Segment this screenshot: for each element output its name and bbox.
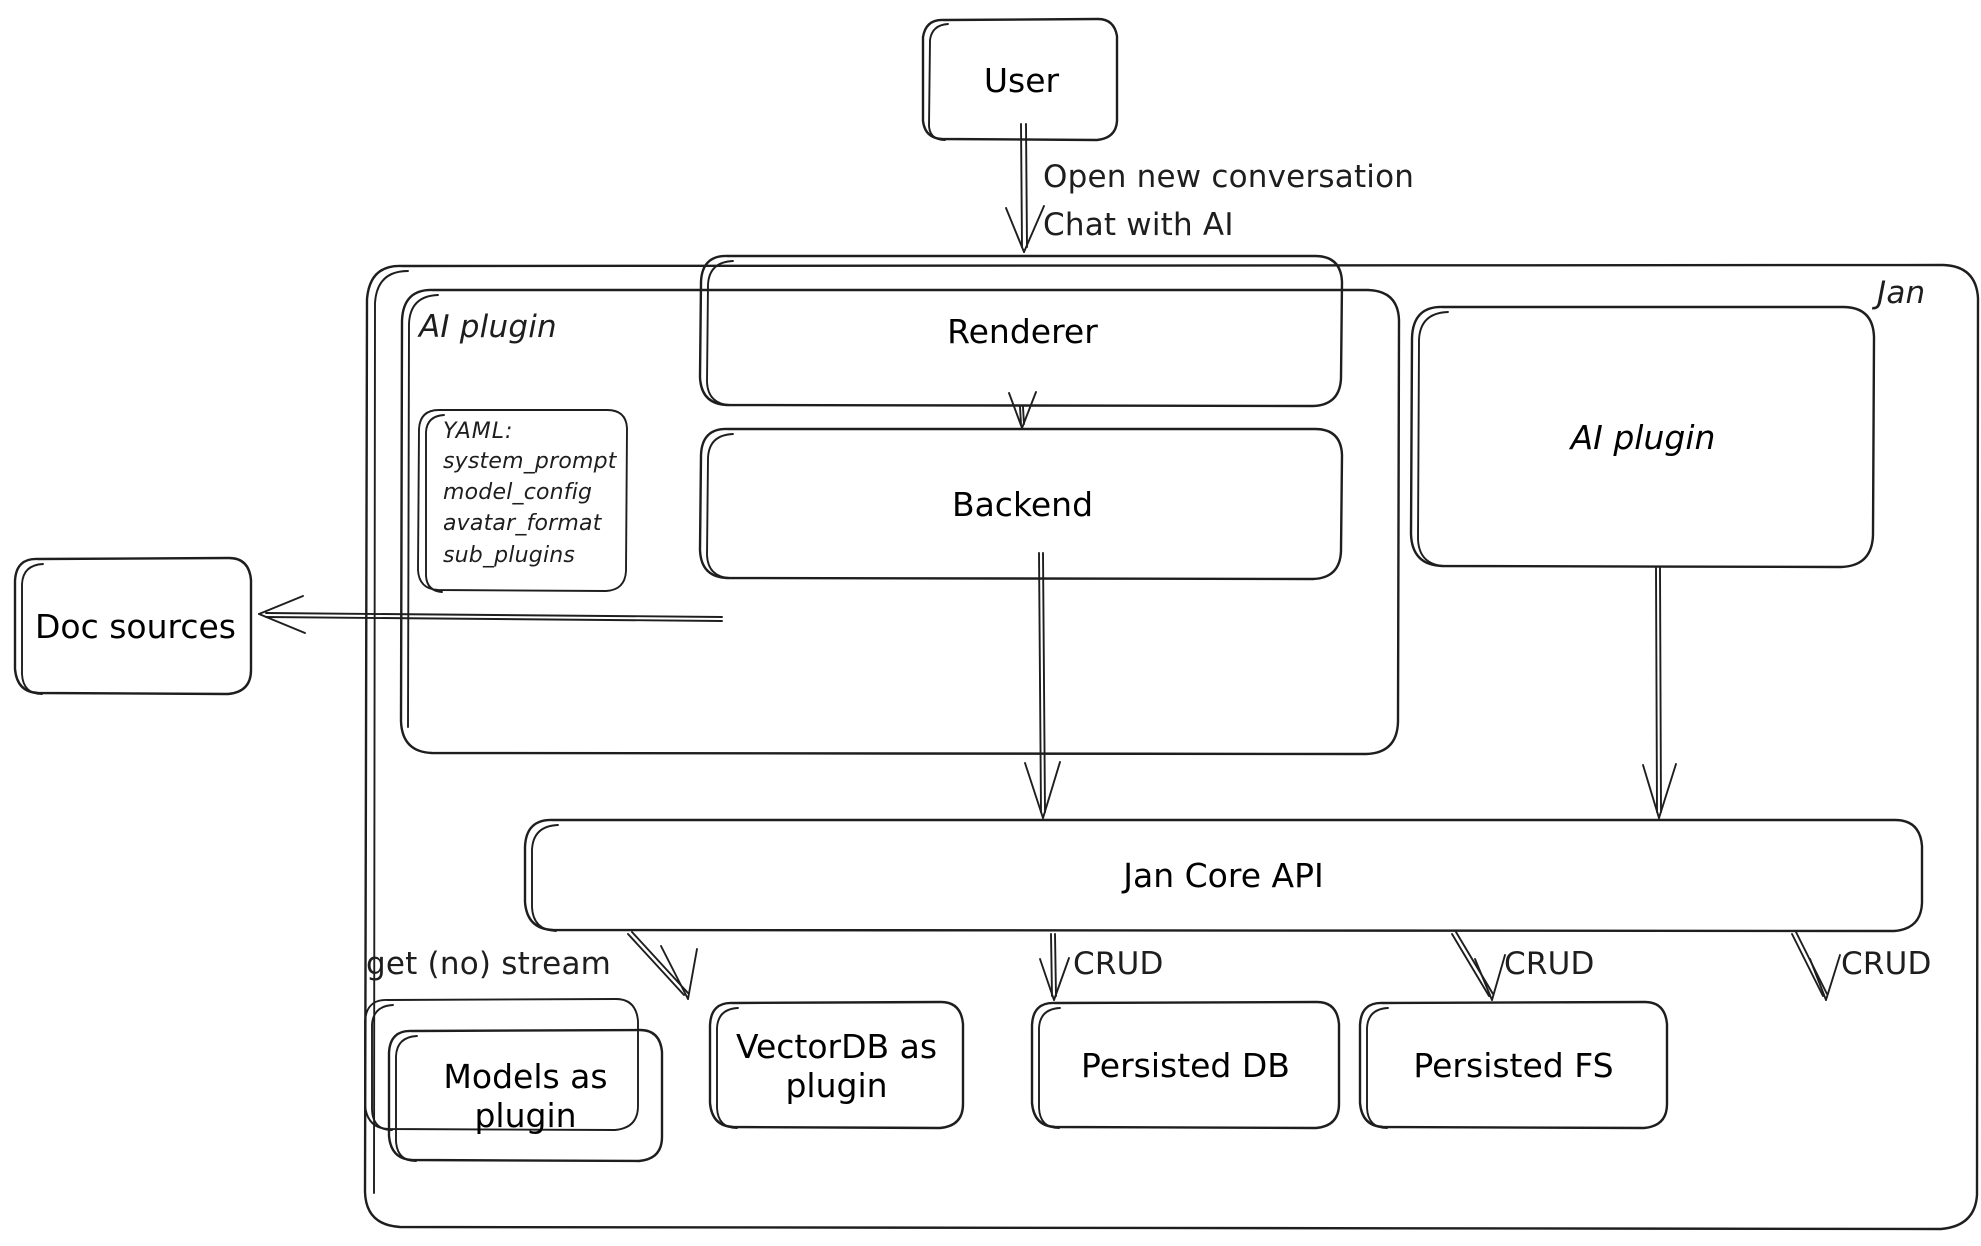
container-label-jan: Jan: [1877, 275, 1926, 311]
models-plugin-back-shape: [364, 998, 639, 1131]
arrow-core-to-persisted-fs: [1791, 931, 1841, 1001]
node-user[interactable]: User: [923, 20, 1120, 140]
backend-box-shape: [698, 427, 1344, 581]
node-models-plugin[interactable]: Models as plugin: [389, 1031, 662, 1160]
node-backend-label: Backend: [951, 484, 1094, 524]
node-jan-core-api-label: Jan Core API: [1123, 856, 1324, 895]
arrow-backend-to-core: [1024, 552, 1061, 819]
ai-plugin-group-shape: [399, 288, 1401, 756]
edge-label-user-to-renderer-line1: Open new conversation: [1043, 159, 1415, 195]
arrow-core-to-persisted-db: [1451, 931, 1506, 1001]
doc-sources-box-shape: [13, 556, 253, 696]
models-plugin-front-shape: [387, 1028, 664, 1163]
node-doc-sources[interactable]: Doc sources: [15, 559, 256, 694]
jan-container-shape: [363, 263, 1980, 1231]
node-backend[interactable]: Backend: [701, 429, 1344, 579]
node-jan-core-api[interactable]: Jan Core API: [525, 820, 1922, 931]
renderer-box-shape: [698, 254, 1344, 408]
arrow-renderer-to-backend: [1008, 391, 1037, 429]
node-user-label: User: [983, 60, 1060, 100]
user-box-shape: [921, 17, 1119, 142]
node-renderer-label: Renderer: [947, 311, 1098, 351]
yaml-card-heading: YAML:: [443, 419, 514, 444]
yaml-card-key-sub-plugins: sub_plugins: [443, 542, 576, 568]
persisted-db-shape: [1030, 1000, 1341, 1130]
jan-core-api-shape: [523, 818, 1924, 933]
node-vectordb-plugin[interactable]: VectorDB as plugin: [710, 1003, 963, 1128]
container-label-ai-plugin-group: AI plugin: [419, 309, 557, 345]
edge-label-core-to-models: get (no) stream: [366, 946, 612, 982]
edge-label-core-to-persisted-fs: CRUD: [1841, 946, 1932, 982]
node-renderer[interactable]: Renderer: [701, 256, 1344, 406]
yaml-card-key-system-prompt: system_prompt: [443, 448, 617, 474]
node-persisted-fs-label: Persisted FS: [1413, 1046, 1614, 1085]
node-ai-plugin[interactable]: AI plugin: [1412, 307, 1874, 567]
node-persisted-fs[interactable]: Persisted FS: [1360, 1003, 1667, 1128]
persisted-fs-shape: [1358, 1000, 1669, 1130]
ai-plugin-box-shape: [1409, 305, 1876, 569]
node-vectordb-plugin-label: VectorDB as plugin: [735, 1026, 938, 1105]
edge-label-core-to-persisted-db: CRUD: [1504, 946, 1595, 982]
vectordb-plugin-shape: [708, 1000, 965, 1130]
arrow-core-to-vectordb: [1039, 933, 1070, 1001]
edge-label-user-to-renderer-line2: Chat with AI: [1043, 207, 1234, 243]
yaml-card: YAML: system_prompt model_config avatar_…: [443, 419, 617, 571]
yaml-card-key-model-config: model_config: [443, 480, 593, 506]
arrow-aiplugin-to-core: [1642, 567, 1677, 819]
node-persisted-db[interactable]: Persisted DB: [1032, 1003, 1339, 1128]
arrow-core-to-models: [627, 931, 698, 1000]
arrow-user-to-renderer: [1005, 123, 1045, 253]
node-ai-plugin-label: AI plugin: [1570, 417, 1716, 457]
edge-label-core-to-vectordb: CRUD: [1073, 946, 1164, 982]
yaml-card-key-avatar-format: avatar_format: [443, 511, 602, 537]
yaml-card-shape: [417, 409, 628, 593]
arrow-backend-to-doc-sources: [258, 595, 723, 634]
node-persisted-db-label: Persisted DB: [1081, 1046, 1290, 1085]
node-models-plugin-label: Models as plugin: [443, 1056, 608, 1135]
node-doc-sources-label: Doc sources: [34, 607, 236, 646]
